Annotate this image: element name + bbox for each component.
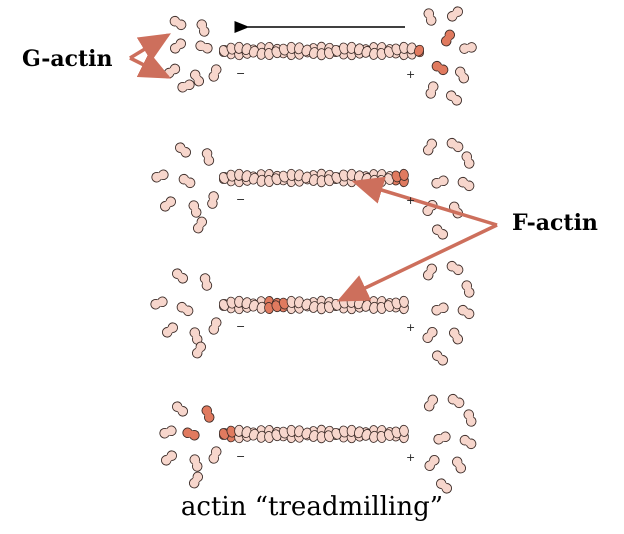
g-actin-monomer — [208, 446, 222, 464]
g-actin-monomer — [423, 8, 437, 26]
g-actin-monomer — [207, 191, 219, 209]
g-actin-monomer — [195, 40, 213, 54]
g-actin-monomer — [182, 427, 200, 441]
g-actin-monomer — [459, 434, 477, 450]
minus-end-sign-2: − — [236, 193, 245, 206]
plus-end-sign-2: + — [406, 194, 415, 207]
g-actin-monomer — [176, 301, 194, 317]
minus-end-sign-4: − — [236, 450, 245, 463]
g-actin-monomer — [425, 81, 439, 99]
g-actin-monomer — [424, 454, 440, 472]
g-actin-monomer — [445, 90, 463, 106]
g-actin-monomer — [435, 478, 453, 494]
g-actin-monomer — [208, 64, 222, 82]
g-actin-monomer — [189, 454, 203, 472]
g-actin-monomer — [440, 29, 456, 47]
f-actin-filament-4 — [218, 424, 409, 444]
g-actin-monomer — [431, 175, 449, 189]
g-actin-monomer — [188, 471, 204, 489]
g-actin-monomer — [448, 327, 464, 345]
g-actin-monomer — [201, 148, 215, 166]
g-actin-monomer — [422, 138, 438, 156]
g-actin-monomer — [196, 19, 210, 37]
g-actin-monomer — [461, 280, 475, 298]
g-actin-label: G-actin — [22, 46, 113, 72]
g-actin-monomer — [178, 173, 196, 189]
g-actin-monomer — [160, 450, 178, 466]
g-actin-monomer — [422, 263, 438, 281]
g-actin-monomer — [171, 268, 189, 284]
g-actin-monomer — [159, 196, 177, 212]
g-actin-monomer — [199, 273, 213, 291]
g-actin-monomer — [431, 60, 449, 76]
g-actin-monomer — [446, 137, 464, 153]
g-actin-monomer — [457, 176, 475, 192]
minus-end-sign-1: − — [236, 67, 245, 80]
g-actin-monomer — [201, 405, 215, 423]
g-actin-monomer — [174, 142, 192, 158]
g-actin-monomer — [171, 401, 189, 417]
minus-end-sign-3: − — [236, 320, 245, 333]
g-actin-monomer — [191, 341, 207, 359]
g-actin-monomer — [433, 431, 451, 445]
filament-subunit — [399, 295, 409, 308]
plus-end-sign-4: + — [406, 451, 415, 464]
g-actin-monomer — [151, 169, 169, 183]
f-actin-pointer-arrows — [336, 176, 498, 302]
g-actin-monomer — [159, 425, 177, 439]
g-actin-monomer — [189, 69, 205, 87]
g-actin-monomer — [192, 216, 208, 234]
plus-end-sign-1: + — [406, 68, 415, 81]
g-actin-monomer — [422, 326, 438, 344]
g-actin-monomer — [463, 409, 477, 427]
g-actin-pointer-arrows — [129, 33, 172, 79]
filament-subunit — [399, 424, 409, 437]
g-actin-monomer — [447, 393, 465, 409]
f-actin-filament-2 — [218, 168, 409, 188]
g-actin-monomer — [161, 322, 179, 338]
g-actin-monomer — [431, 224, 449, 240]
g-actin-monomer — [457, 304, 475, 320]
f-actin-filament-3 — [218, 295, 409, 315]
f-actin-label: F-actin — [512, 210, 598, 236]
g-actin-monomer — [169, 38, 187, 54]
g-actin-monomer — [208, 317, 222, 335]
diagram-caption: actin “treadmilling” — [180, 492, 444, 522]
g-actin-monomer — [454, 66, 470, 84]
g-actin-monomer — [150, 296, 168, 310]
g-actin-monomer — [423, 394, 439, 412]
g-actin-monomer — [431, 350, 449, 366]
g-actin-monomer — [188, 200, 202, 218]
filament-subunit — [413, 44, 425, 57]
filament-subunit — [399, 168, 409, 181]
g-actin-monomer — [451, 456, 467, 474]
g-actin-monomer — [177, 79, 195, 93]
g-actin-monomer — [461, 151, 475, 169]
g-actin-monomer — [431, 302, 449, 316]
g-actin-monomer — [169, 15, 187, 31]
plus-end-sign-3: + — [406, 321, 415, 334]
f-actin-filament-1 — [218, 41, 425, 61]
g-actin-monomer — [446, 6, 464, 22]
g-actin-monomer — [459, 42, 477, 54]
g-actin-monomer — [446, 260, 464, 276]
